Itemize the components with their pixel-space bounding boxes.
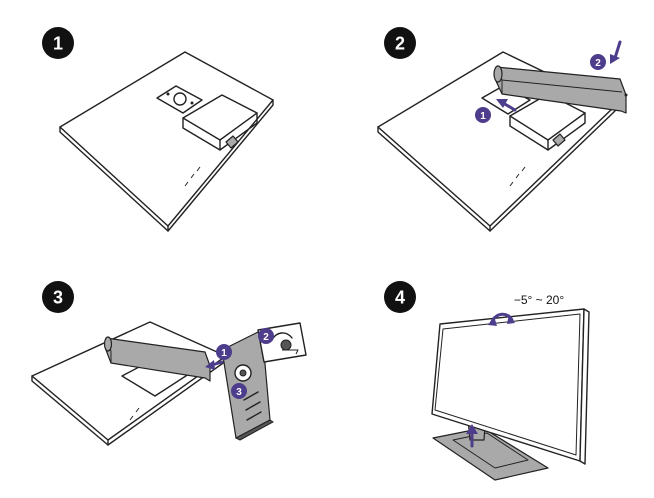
svg-text:1: 1 [221,348,227,359]
screw-icon [280,339,292,351]
callout-badge: 3 [231,383,247,399]
svg-text:2: 2 [263,332,269,343]
step-1-badge: 1 [42,27,74,59]
stand-base [221,329,274,441]
tilt-arrow-icon [488,312,515,326]
arrow-icon [466,424,478,448]
step-2-number: 2 [395,34,405,54]
svg-text:2: 2 [595,58,601,69]
step-1: 1 [42,27,274,232]
step-4-badge: 4 [384,281,416,313]
step-1-number: 1 [53,34,63,54]
tilt-range-label: −5° ~ 20° [514,293,565,307]
step-3: 3 [31,281,307,446]
stand-arm [493,65,628,114]
step-3-number: 3 [53,288,63,308]
step-1-monitor-facedown [59,51,274,232]
callout-badge: 1 [475,107,491,123]
callout-badge: 2 [258,328,274,344]
arrow-icon [205,360,224,370]
step-3-monitor-facedown [31,321,227,446]
upright-monitor [431,308,590,481]
step-2-badge: 2 [384,27,416,59]
stand-arm [103,336,211,382]
svg-text:3: 3 [236,387,242,398]
step-4-number: 4 [395,288,405,308]
step-3-badge: 3 [42,281,74,313]
step-4: 4 −5° ~ 20° [384,281,590,481]
callout-badge: 2 [590,54,606,70]
callout-badge: 1 [216,344,232,360]
arrow-icon [496,99,517,112]
step-2: 2 [377,27,628,232]
svg-text:1: 1 [480,111,486,122]
arrow-icon [610,40,622,64]
